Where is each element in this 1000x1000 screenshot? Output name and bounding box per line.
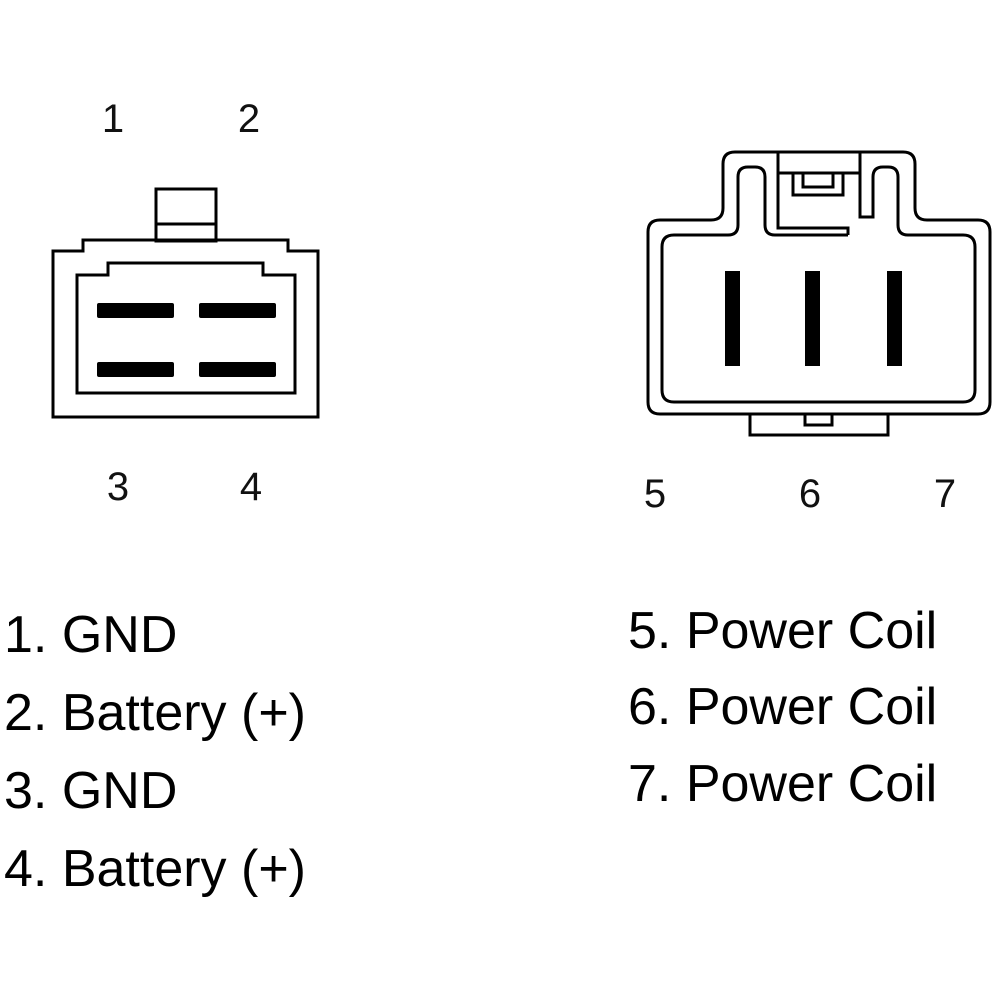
legend-item: 1. GND (4, 606, 177, 664)
connector-inner-housing (660, 152, 977, 404)
pin-label-4: 4 (240, 465, 262, 509)
pin-6 (805, 271, 820, 366)
legend-left: 1. GND 2. Battery (+) 3. GND 4. Battery … (4, 606, 306, 898)
pin-label-6: 6 (799, 472, 821, 516)
connector-4-pin: 1 2 3 4 (51, 97, 320, 509)
pin-3 (97, 362, 174, 377)
pin-1 (97, 303, 174, 318)
pin-4 (199, 362, 276, 377)
pin-label-2: 2 (238, 97, 260, 141)
latch-guide (776, 152, 850, 235)
legend-item: 6. Power Coil (628, 678, 937, 736)
legend-item: 4. Battery (+) (4, 840, 306, 898)
connector-latch-tab (154, 187, 218, 243)
connector-outer-housing (646, 150, 992, 416)
connector-outer-housing (51, 238, 320, 419)
connector-inner-housing (75, 261, 297, 395)
legend-item: 3. GND (4, 762, 177, 820)
legend-right: 5. Power Coil 6. Power Coil 7. Power Coi… (628, 602, 937, 813)
pin-label-3: 3 (107, 465, 129, 509)
pin-7 (887, 271, 902, 366)
legend-item: 7. Power Coil (628, 755, 937, 813)
pin-5 (725, 271, 740, 366)
pin-label-5: 5 (644, 472, 666, 516)
pin-label-1: 1 (102, 97, 124, 141)
pin-2 (199, 303, 276, 318)
legend-item: 5. Power Coil (628, 602, 937, 660)
connector-3-pin: 5 6 7 (644, 150, 992, 516)
pin-label-7: 7 (934, 472, 956, 516)
latch-lock (791, 173, 845, 197)
legend-item: 2. Battery (+) (4, 684, 306, 742)
